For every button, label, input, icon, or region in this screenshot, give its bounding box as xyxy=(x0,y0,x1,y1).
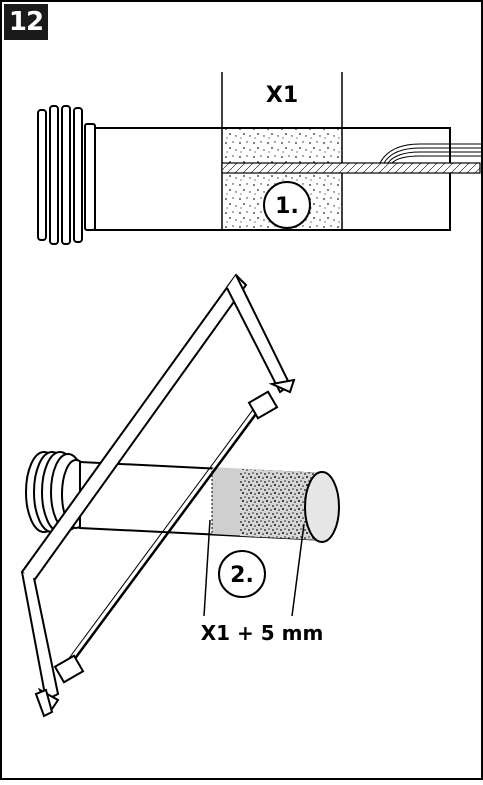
insulation-zone xyxy=(240,469,320,540)
pipe-measurement-figure: X1 1. xyxy=(37,72,483,245)
pipe-cutting-figure: 2. X1 + 5 mm xyxy=(20,273,340,718)
cut-leader-right xyxy=(291,523,305,617)
measuring-tape xyxy=(221,162,481,174)
callout-2-label: 2. xyxy=(230,563,254,588)
callout-1-circle xyxy=(263,181,311,229)
pipe-coupling xyxy=(37,105,96,245)
dimension-label: X1 xyxy=(266,83,298,108)
pipe-end xyxy=(304,471,340,543)
callout-2-circle xyxy=(218,550,266,598)
tape-roll xyxy=(379,143,483,164)
cut-length-label: X1 + 5 mm xyxy=(201,621,324,645)
cut-leader-left xyxy=(203,519,211,617)
step-number-badge: 12 xyxy=(4,4,48,40)
callout-1-label: 1. xyxy=(275,194,299,219)
hacksaw xyxy=(20,273,296,718)
